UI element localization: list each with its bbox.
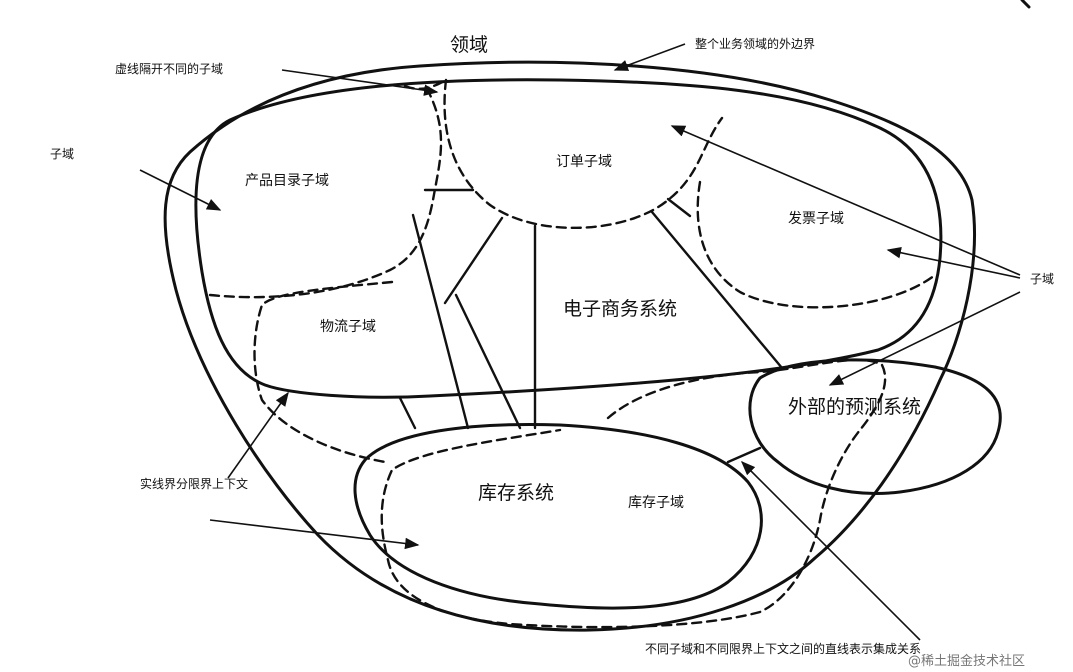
inventory-context-boundary [353, 423, 763, 610]
integration-line [411, 213, 470, 430]
subdomain-left-label: 子域 [50, 147, 75, 161]
domain-title: 领域 [450, 34, 489, 56]
integration-line [666, 197, 692, 218]
integration-line [650, 210, 784, 370]
integration-line [726, 446, 762, 464]
product-catalog-subdomain [208, 83, 443, 299]
invoice-label: 发票子域 [788, 211, 844, 227]
corner-mark [1020, 0, 1031, 9]
arrow-outer-boundary [613, 43, 686, 71]
subdomain-right-label: 子域 [1030, 272, 1055, 286]
forecast-system-boundary [748, 358, 1002, 495]
inventory-subdomain-label: 库存子域 [628, 495, 684, 511]
watermark: @稀土掘金技术社区 [908, 654, 1026, 669]
arrow-subdomain-right-1 [670, 125, 1021, 276]
arrow-dashed-separator [281, 69, 439, 96]
outer-boundary-label: 整个业务领域的外边界 [695, 37, 816, 51]
order-label: 订单子域 [556, 154, 612, 170]
invoice-subdomain [696, 180, 937, 309]
inventory-system-label: 库存系统 [478, 482, 555, 504]
forecast-system-label: 外部的预测系统 [788, 396, 922, 418]
inventory-subdomain [380, 358, 887, 629]
outer-domain-boundary [163, 60, 976, 632]
integration-line [454, 293, 522, 430]
arrow-subdomain-right-2 [886, 247, 1021, 279]
arrow-subdomain-left [139, 169, 222, 211]
integration-line [443, 216, 504, 305]
dashed-separator-label: 虚线隔开不同的子域 [115, 62, 224, 76]
bounded-context-label: 实线界分限界上下文 [140, 477, 249, 491]
integration-note-label: 不同子域和不同限界上下文之间的直线表示集成关系 [645, 642, 922, 656]
arrow-inventory-edge [209, 519, 420, 550]
logistics-subdomain [253, 280, 394, 464]
logistics-label: 物流子域 [320, 319, 376, 335]
order-subdomain [443, 78, 724, 230]
ecommerce-context-boundary [194, 78, 943, 399]
ecommerce-system-label: 电子商务系统 [563, 298, 678, 320]
arrow-subdomain-right-3 [828, 291, 1021, 386]
arrow-bounded-context [227, 391, 289, 479]
arrow-integration-note [740, 460, 921, 641]
integration-line [398, 396, 417, 430]
product-catalog-label: 产品目录子域 [245, 173, 329, 189]
